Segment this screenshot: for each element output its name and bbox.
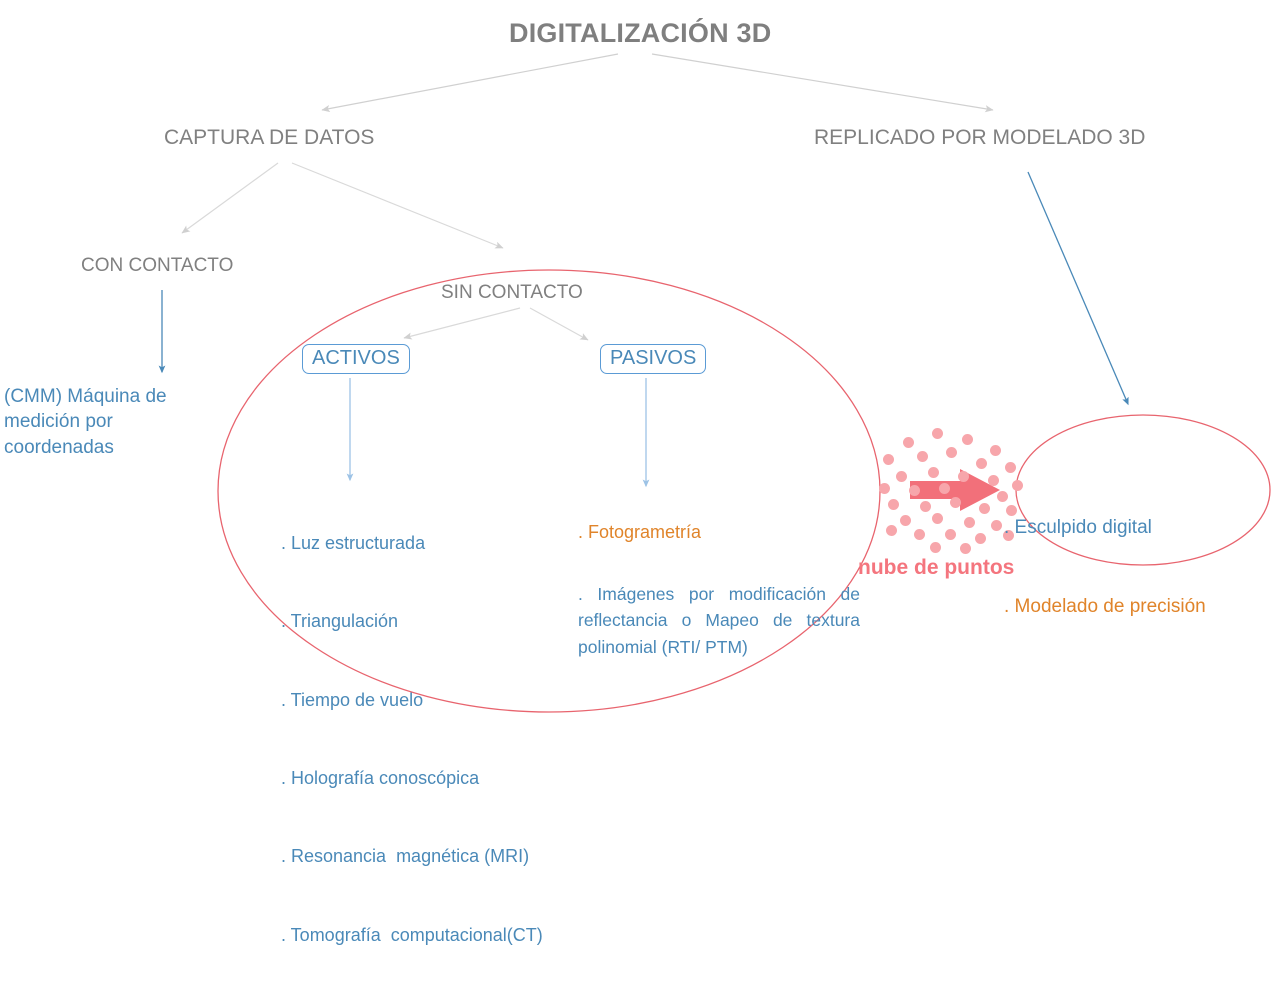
list-item: . Triangulación xyxy=(281,611,399,632)
page-title: DIGITALIZACIÓN 3D xyxy=(509,18,772,48)
list-item: . Holografía conoscópica xyxy=(281,768,480,789)
list-resultado: . Esculpido digital . Modelado de precis… xyxy=(1004,463,1206,673)
list-item: . Resonancia magnética (MRI) xyxy=(281,846,530,867)
box-pasivos[interactable]: PASIVOS xyxy=(600,344,707,374)
list-item-modelado-de-precision: . Modelado de precisión xyxy=(1004,596,1206,618)
list-item-rti-ptm: . Imágenes por modificación de reflectan… xyxy=(578,584,860,657)
list-item: . Luz estructurada xyxy=(281,533,426,554)
box-activos[interactable]: ACTIVOS xyxy=(302,344,410,374)
list-item: . Tiempo de vuelo xyxy=(281,689,424,710)
list-item: . Tomografía computacional(CT) xyxy=(281,924,543,945)
arrow-title-to-captura xyxy=(321,53,619,113)
arrow-replicado-to-resultado xyxy=(1027,171,1129,406)
node-replicado-por-modelado-3d: REPLICADO POR MODELADO 3D xyxy=(814,126,1146,149)
list-activos: . Luz estructurada . Triangulación . Tie… xyxy=(281,478,543,1000)
node-captura-de-datos: CAPTURA DE DATOS xyxy=(164,126,375,149)
arrow-sin-contacto-to-activos xyxy=(403,307,521,340)
list-pasivos: . Fotogrametría . Imágenes por modificac… xyxy=(578,483,860,696)
node-sin-contacto: SIN CONTACTO xyxy=(441,282,583,303)
arrow-sin-contacto-to-pasivos xyxy=(529,307,589,341)
label-nube-de-puntos: nube de puntos xyxy=(858,556,1015,579)
node-con-contacto: CON CONTACTO xyxy=(81,255,234,276)
arrow-title-to-replicado xyxy=(651,53,994,113)
arrow-captura-to-sin-contacto xyxy=(291,162,504,249)
list-item-esculpido-digital: . Esculpido digital xyxy=(1004,517,1152,539)
diagram-canvas: DIGITALIZACIÓN 3D CAPTURA DE DATOS REPLI… xyxy=(4,18,1271,945)
arrow-captura-to-con-contacto xyxy=(181,162,279,234)
point-cloud xyxy=(878,425,1023,555)
list-item-fotogrametria: . Fotogrametría xyxy=(578,522,702,542)
node-cmm-detail: (CMM) Máquina de medición por coordenada… xyxy=(4,386,167,458)
